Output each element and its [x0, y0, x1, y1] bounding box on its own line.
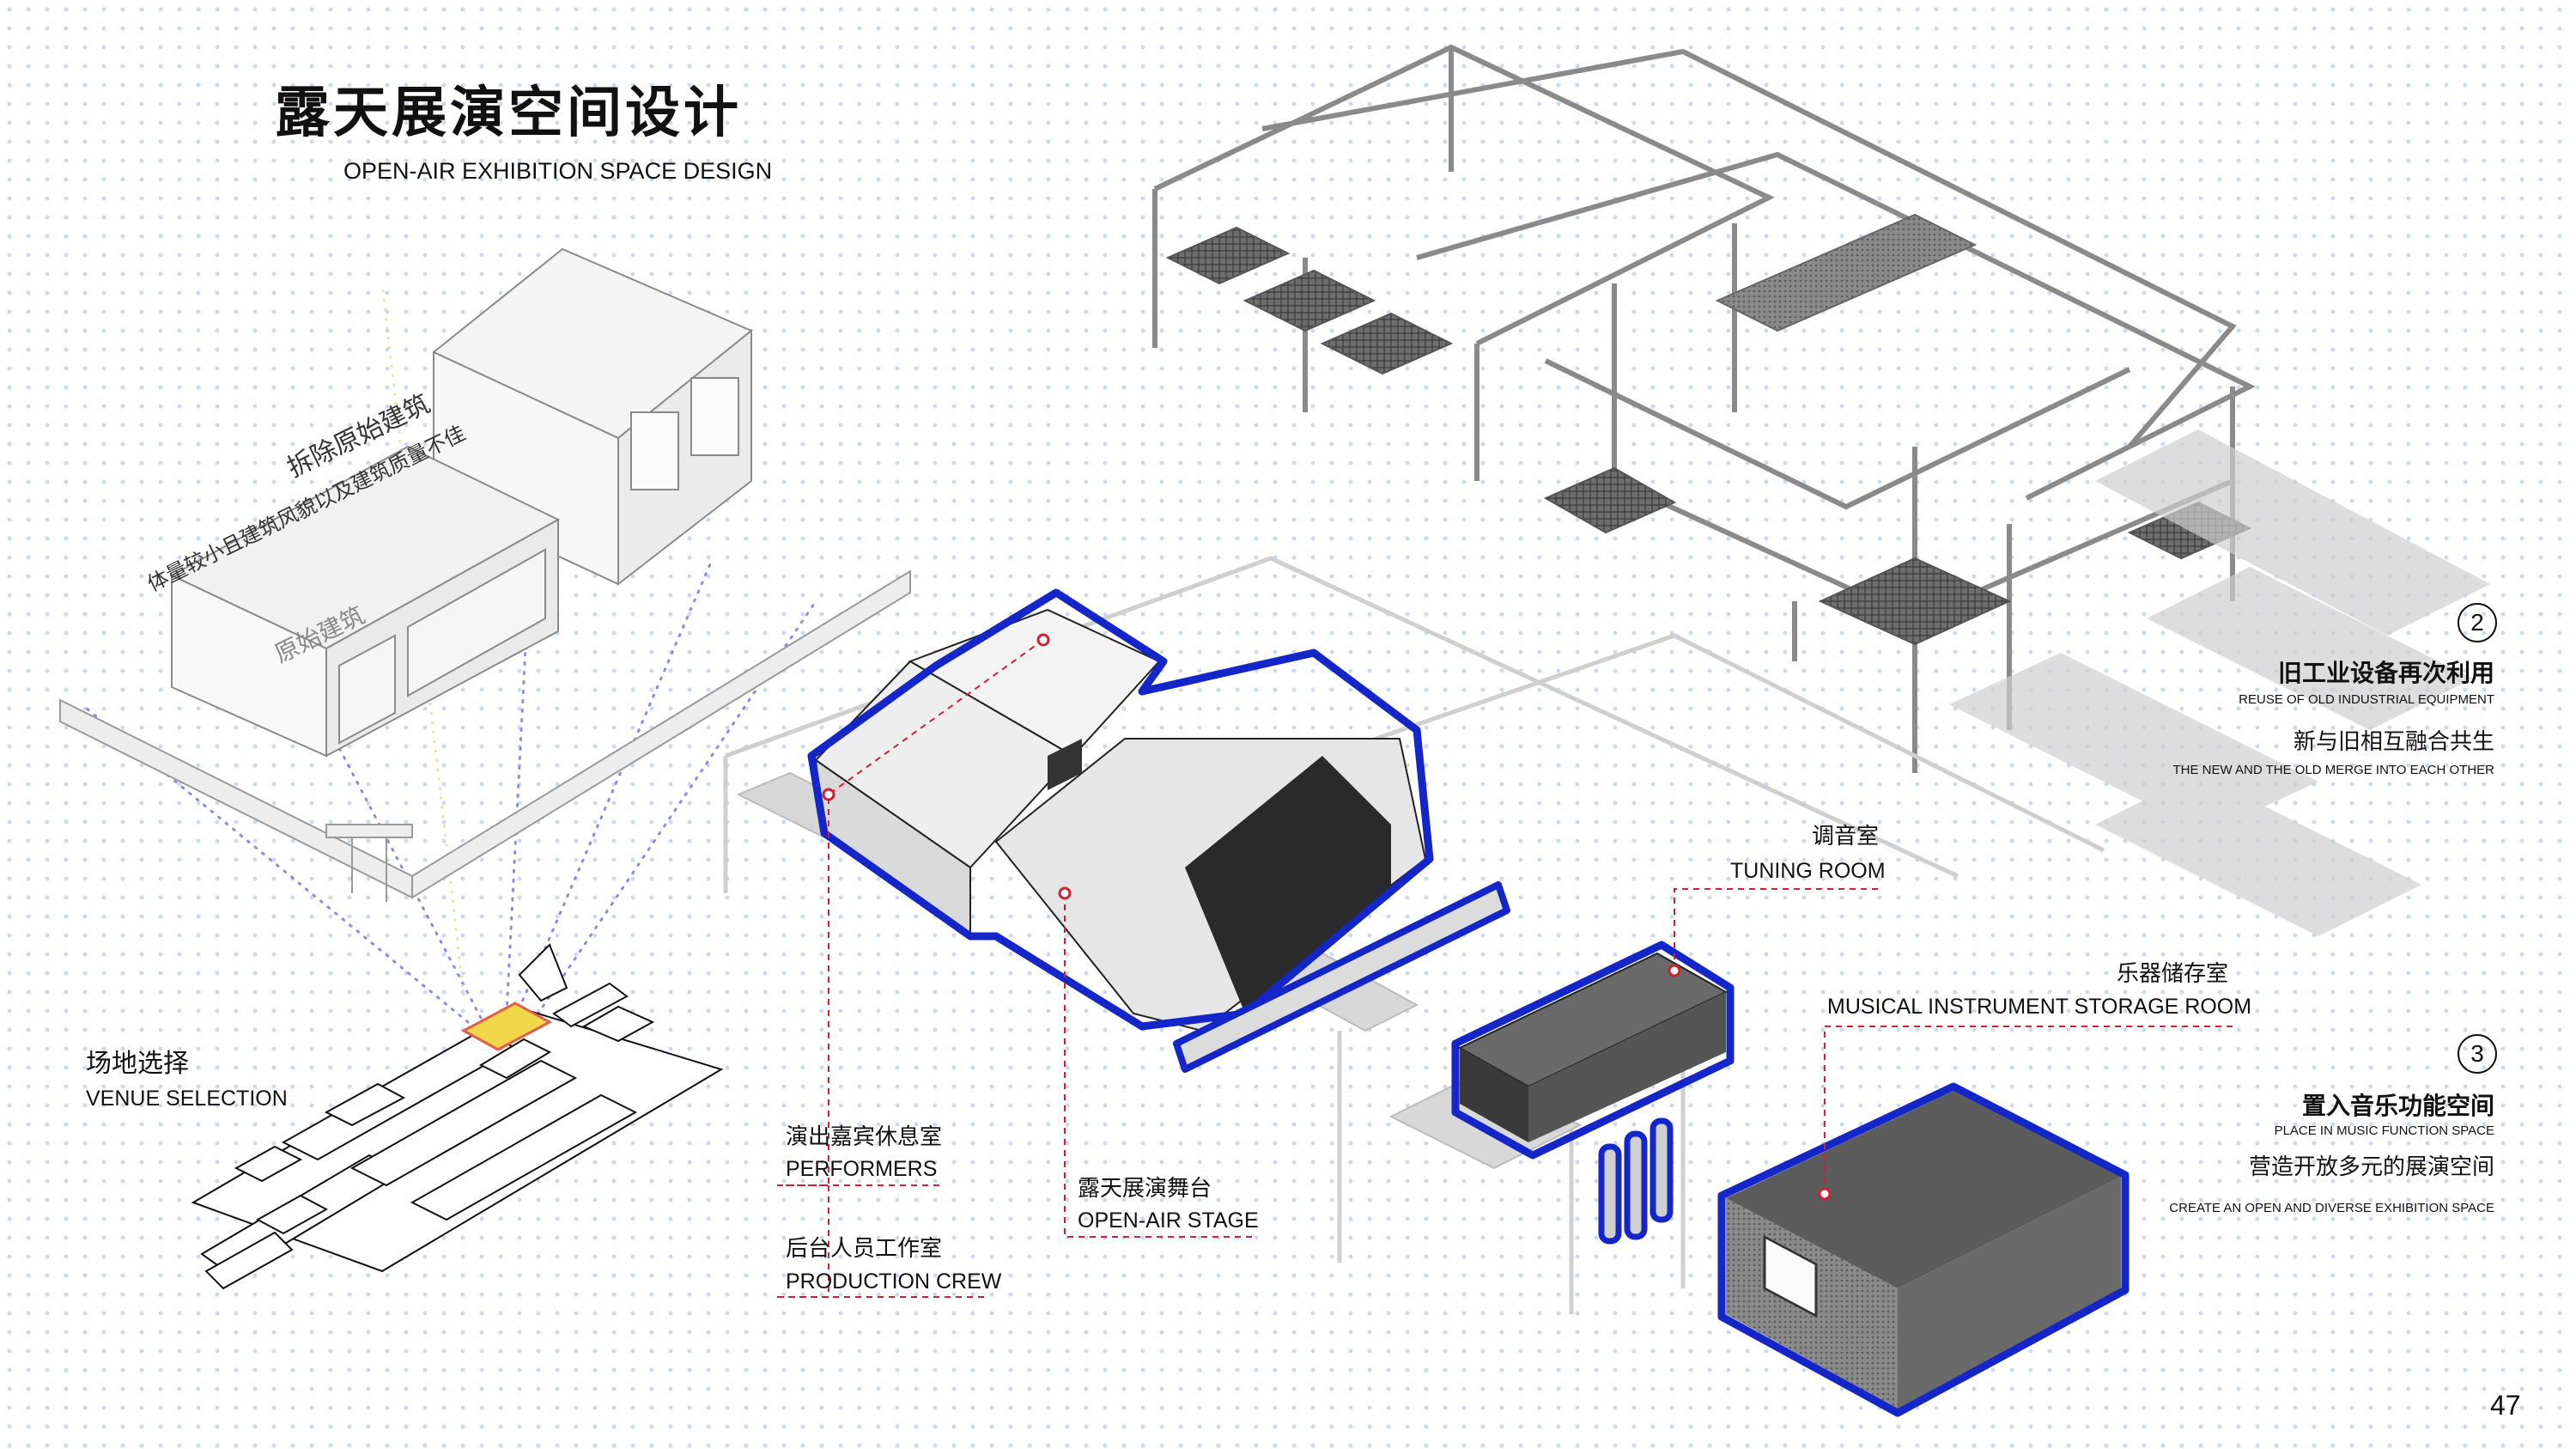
original-building: [169, 247, 753, 758]
performers-outline: [807, 588, 1434, 1031]
stage-label-cn: 露天展演舞台: [1078, 1176, 1212, 1202]
section-3-marker: 3: [2458, 1034, 2497, 1074]
industrial-frame: [1152, 44, 2256, 773]
metal-grates: [1165, 213, 2252, 646]
storage-room: [1717, 1082, 2129, 1417]
stage-label-en: OPEN-AIR STAGE: [1078, 1209, 1259, 1233]
venue-subtitle: VENUE SELECTION: [86, 1087, 288, 1111]
performers-label-cn: 演出嘉宾休息室: [786, 1124, 943, 1150]
performers-label-en: PERFORMERS: [786, 1157, 938, 1181]
structure-shadows: [1949, 429, 2490, 936]
venue-title: 场地选择: [86, 1049, 189, 1079]
selected-site: [460, 1002, 553, 1051]
leader-lines: [777, 639, 2233, 1298]
section-2-title: 旧工业设备再次利用: [2277, 659, 2494, 687]
page-title: 露天展演空间设计: [275, 82, 742, 145]
section-3-subtitle: PLACE IN MUSIC FUNCTION SPACE: [2274, 1123, 2494, 1138]
section-2-line2: 新与旧相互融合共生: [2293, 729, 2494, 755]
tuning-label-cn: 调音室: [1812, 824, 1880, 849]
tuning-room: [1451, 941, 1735, 1245]
storage-label-en: MUSICAL INSTRUMENT STORAGE ROOM: [1827, 995, 2252, 1019]
section-2-line2-en: THE NEW AND THE OLD MERGE INTO EACH OTHE…: [2172, 763, 2495, 777]
stage-bridge: [1173, 881, 1510, 1073]
crew-label-en: PRODUCTION CREW: [786, 1269, 1002, 1294]
tuning-outline: [1451, 941, 1735, 1160]
storage-label-cn: 乐器储存室: [2117, 961, 2229, 987]
section-2-subtitle: REUSE OF OLD INDUSTRIAL EQUIPMENT: [2239, 692, 2494, 707]
crew-label-cn: 后台人员工作室: [786, 1236, 943, 1262]
section-3-title: 置入音乐功能空间: [2301, 1092, 2494, 1120]
page-subtitle: OPEN-AIR EXHIBITION SPACE DESIGN: [343, 158, 773, 184]
section-2-marker: 2: [2458, 603, 2497, 642]
railing-fence: [59, 569, 911, 902]
tuning-label-en: TUNING ROOM: [1730, 859, 1886, 883]
section-3-line2-en: CREATE AN OPEN AND DIVERSE EXHIBITION SP…: [2169, 1201, 2494, 1215]
storage-outline: [1717, 1082, 2129, 1417]
site-plan: [191, 943, 724, 1290]
leader-pins: [822, 633, 1832, 1201]
page-number: 47: [2490, 1390, 2521, 1421]
section-3-line2: 营造开放多元的展演空间: [2248, 1154, 2494, 1180]
